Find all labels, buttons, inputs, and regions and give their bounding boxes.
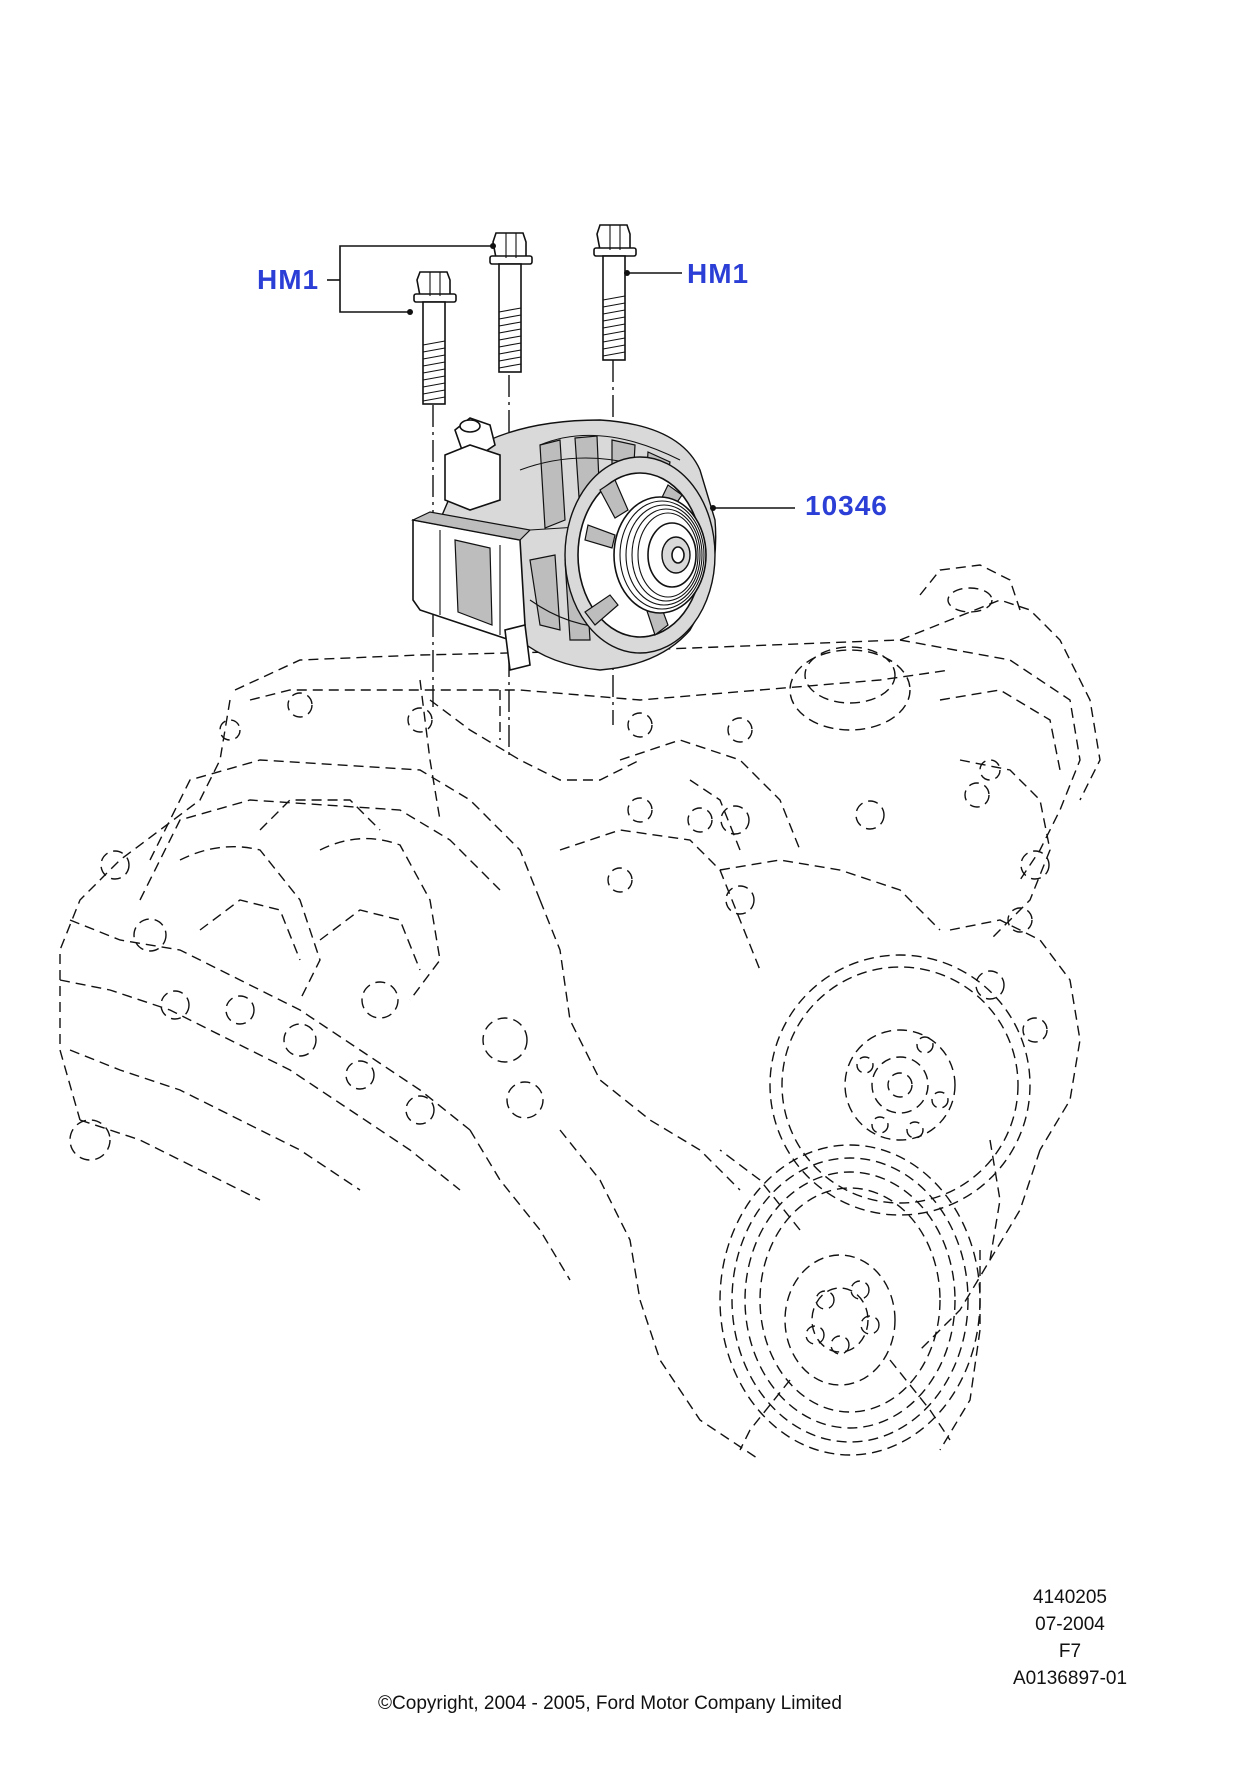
copyright-notice: ©Copyright, 2004 - 2005, Ford Motor Comp…: [378, 1693, 842, 1714]
engine-block-outline: [59, 564, 1101, 1461]
illustration-number: 4140205: [1033, 1587, 1107, 1608]
bolt-right[interactable]: [593, 224, 637, 361]
callout-hm1-left[interactable]: HM1: [257, 264, 320, 295]
callout-hm1-right[interactable]: HM1: [687, 258, 750, 289]
illustration-code: F7: [1058, 1641, 1082, 1662]
callout-10346[interactable]: 10346: [805, 490, 888, 521]
illustration-reference: A0136897-01: [1012, 1668, 1128, 1689]
illustration-date: 07-2004: [1035, 1614, 1105, 1635]
leader-lines: [327, 243, 795, 511]
bolt-middle[interactable]: [489, 232, 533, 373]
alternator[interactable]: [411, 417, 717, 671]
bolt-left[interactable]: [413, 271, 457, 405]
